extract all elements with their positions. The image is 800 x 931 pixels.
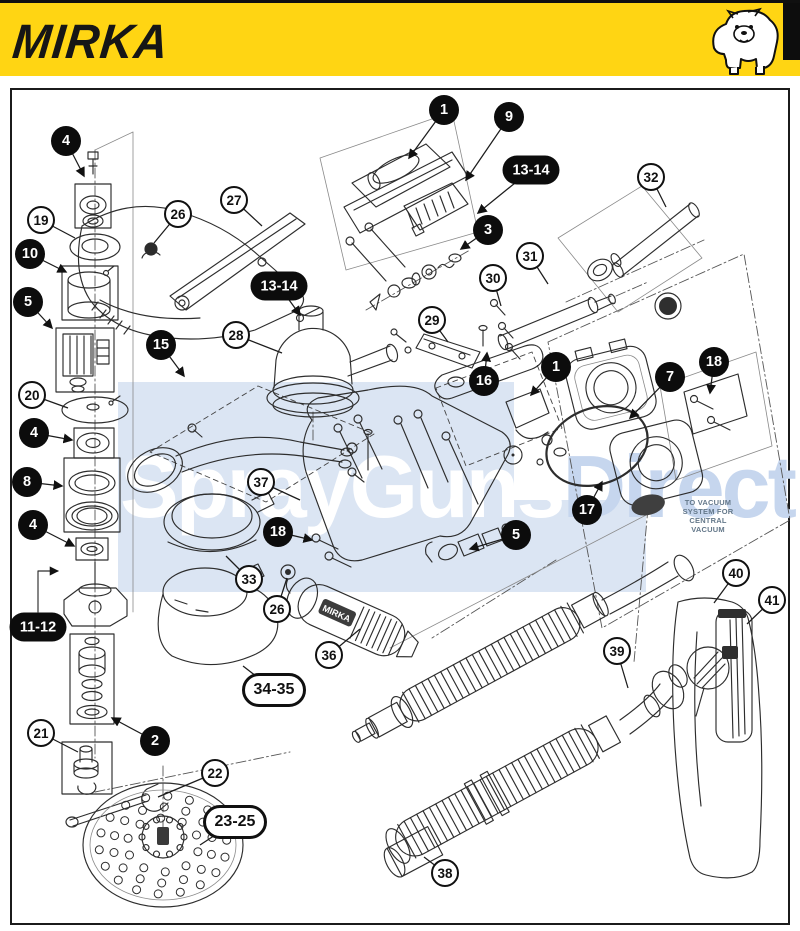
callout-17[interactable]: 17: [572, 495, 602, 525]
part-plate-20: [61, 395, 129, 424]
callout-4[interactable]: 4: [19, 418, 49, 448]
callout-11-12[interactable]: 11-12: [9, 612, 67, 642]
callout-21[interactable]: 21: [27, 719, 55, 747]
part-case-37: [302, 385, 511, 562]
part-grip-36: MIRKA: [286, 577, 419, 658]
callout-33[interactable]: 33: [235, 565, 263, 593]
vacuum-note-line: SYSTEM FOR: [682, 507, 734, 516]
callout-23-25[interactable]: 23-25: [203, 805, 267, 839]
callout-1[interactable]: 1: [429, 95, 459, 125]
vacuum-note: TO VACUUM SYSTEM FOR CENTRAL VACUUM: [672, 498, 744, 534]
header-banner: MIRKA: [0, 0, 800, 76]
callout-18[interactable]: 18: [699, 347, 729, 377]
callout-29[interactable]: 29: [418, 306, 446, 334]
callout-10[interactable]: 10: [15, 239, 45, 269]
callout-2[interactable]: 2: [140, 726, 170, 756]
part-throttle-lever-16: [434, 324, 544, 400]
callout-15[interactable]: 15: [146, 330, 176, 360]
callout-13-14[interactable]: 13-14: [502, 155, 560, 185]
part-spindle-21: [61, 741, 113, 795]
part-valve-parts-3: [369, 253, 462, 311]
callout-38[interactable]: 38: [431, 859, 459, 887]
vacuum-note-line: VACUUM: [691, 525, 725, 534]
part-exhaust-tube-32: [587, 202, 700, 320]
vacuum-note-line: CENTRAL: [689, 516, 727, 525]
part-muffler-tube-31: [497, 293, 616, 351]
header-corner-block: [783, 3, 800, 60]
part-shroud-ring-33: [163, 491, 275, 553]
part-plate-screws-18: [683, 373, 748, 435]
part-cuff-38: [383, 826, 444, 878]
part-lever-27: [169, 212, 306, 311]
part-seal-19: [69, 233, 121, 261]
callout-26[interactable]: 26: [164, 200, 192, 228]
part-speed-lever-13-14: [403, 182, 469, 237]
part-small-fitting: [503, 434, 567, 466]
part-shroud-housing-7a: [565, 338, 657, 430]
part-bearing-stack-2: [69, 633, 115, 725]
part-inlet-wedge-1: [505, 388, 550, 440]
part-oring-17: [545, 405, 649, 487]
callout-31[interactable]: 31: [516, 242, 544, 270]
callout-5[interactable]: 5: [501, 520, 531, 550]
part-valve-assembly-5: [425, 523, 511, 563]
part-hanger-15: [127, 423, 365, 493]
bulldog-icon: [712, 7, 779, 75]
callout-16[interactable]: 16: [469, 366, 499, 396]
callout-40[interactable]: 40: [722, 559, 750, 587]
part-washer-4: [75, 537, 109, 561]
callout-20[interactable]: 20: [18, 381, 46, 409]
callout-4[interactable]: 4: [51, 126, 81, 156]
part-muffler-plates-1-9: [343, 143, 469, 282]
callout-3[interactable]: 3: [473, 215, 503, 245]
callout-19[interactable]: 19: [27, 206, 55, 234]
part-hose-upper: [351, 554, 695, 743]
callout-37[interactable]: 37: [247, 468, 275, 496]
callout-28[interactable]: 28: [222, 321, 250, 349]
callout-36[interactable]: 36: [315, 641, 343, 669]
callout-34-35[interactable]: 34-35: [242, 673, 306, 707]
part-motor-5: [55, 327, 115, 393]
callout-5[interactable]: 5: [13, 287, 43, 317]
part-dome-28: [266, 305, 412, 418]
vacuum-note-line: TO VACUUM: [684, 498, 732, 507]
part-dust-bag-40-41: [672, 597, 763, 879]
part-cylinder-10: [61, 265, 119, 321]
part-bracket-29: [415, 333, 481, 369]
part-bearing-4: [73, 427, 115, 459]
part-seal-set-8: [63, 457, 121, 533]
callout-26[interactable]: 26: [263, 595, 291, 623]
part-set-screw: [87, 151, 99, 175]
callout-32[interactable]: 32: [637, 163, 665, 191]
callout-18[interactable]: 18: [263, 517, 293, 547]
callout-27[interactable]: 27: [220, 186, 248, 214]
part-pivot-plug-26: [141, 242, 161, 259]
part-screws-18-mid: [311, 533, 352, 568]
part-hose-lower-39: [385, 664, 688, 864]
part-balancer-11-12: [37, 561, 128, 627]
callout-9[interactable]: 9: [494, 102, 524, 132]
callout-4[interactable]: 4: [18, 510, 48, 540]
part-top-bearing: [74, 183, 112, 229]
callout-8[interactable]: 8: [12, 467, 42, 497]
part-screw-13-14: [295, 307, 320, 323]
group-boxes: [149, 111, 791, 629]
watermark-text-left: SprayGuns: [120, 437, 565, 536]
callout-7[interactable]: 7: [655, 362, 685, 392]
callout-30[interactable]: 30: [479, 264, 507, 292]
callout-13-14[interactable]: 13-14: [250, 271, 308, 301]
callout-39[interactable]: 39: [603, 637, 631, 665]
callout-22[interactable]: 22: [201, 759, 229, 787]
callout-41[interactable]: 41: [758, 586, 786, 614]
callout-1[interactable]: 1: [541, 352, 571, 382]
part-check-valve-26: [280, 564, 296, 594]
